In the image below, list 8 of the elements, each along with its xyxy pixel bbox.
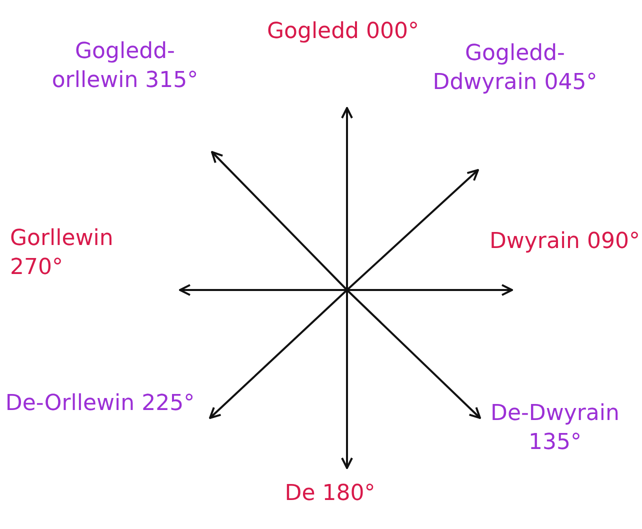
direction-label: De-Orllewin 225°: [4, 390, 196, 418]
direction-label: Gogledd-orllewin 315°: [50, 38, 200, 95]
direction-label: Gorllewin 270°: [10, 225, 114, 282]
direction-label: Gogledd-Ddwyrain 045°: [432, 40, 598, 97]
direction-label: De 180°: [284, 480, 376, 508]
direction-label: Gogledd 000°: [266, 18, 420, 46]
direction-label: De-Dwyrain 135°: [490, 400, 620, 457]
direction-label: Dwyrain 090°: [488, 228, 640, 256]
